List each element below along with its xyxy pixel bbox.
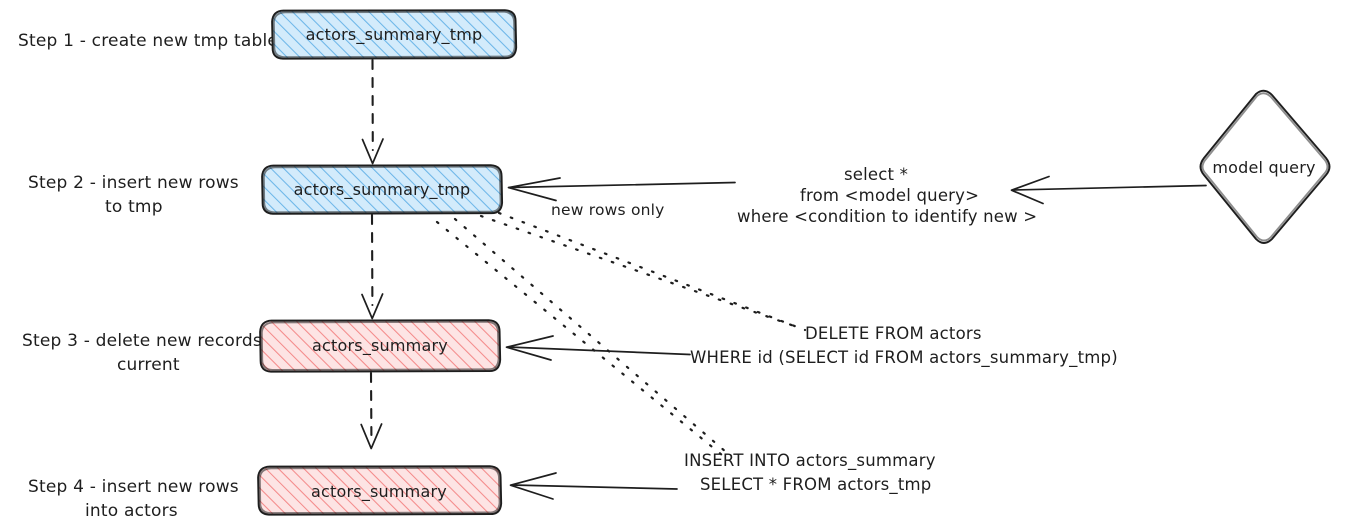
arrow-select-new-to-step2 [507, 177, 736, 202]
sql-select-line-1: select * [844, 165, 908, 184]
arrow-model-query-to-sql [1010, 175, 1207, 205]
node-actors-summary-tmp-2[interactable]: actors_summary_tmp [261, 164, 504, 215]
node-2-fill [262, 165, 502, 214]
node-2-outline [261, 164, 504, 215]
node-1-outline [271, 9, 518, 60]
node-3-fill [260, 320, 500, 372]
arrow-step2-to-step3 [361, 213, 384, 320]
node-4-outline-2 [258, 466, 501, 515]
step-1-group: Step 1 - create new tmp table actors_sum… [18, 9, 518, 165]
node-3-label: actors_summary [312, 336, 448, 356]
node-actors-summary-4[interactable]: actors_summary [257, 465, 503, 516]
sql-select-new: select * from <model query> where <condi… [737, 165, 1037, 226]
edge-label-new-rows-only: new rows only [551, 201, 665, 219]
node-3-outline [259, 319, 502, 373]
sql-select-line-3: where <condition to identify new > [737, 207, 1037, 226]
sql-select-line-2: from <model query> [800, 186, 979, 205]
node-3-outline-2 [260, 320, 500, 371]
step-1-label: Step 1 - create new tmp table [18, 31, 278, 51]
node-1-label: actors_summary_tmp [306, 25, 483, 45]
node-4-label: actors_summary [311, 482, 447, 502]
node-2-outline-2 [262, 165, 502, 214]
sql-insert-line-1: INSERT INTO actors_summary [684, 451, 936, 471]
step-2-group: Step 2 - insert new rows to tmp actors_s… [28, 89, 1331, 320]
node-4-outline [257, 465, 503, 516]
model-query-label: model query [1212, 158, 1315, 177]
dotted-connectors [435, 211, 807, 457]
arrow-insert-to-step4 [509, 472, 678, 500]
node-4-fill [258, 466, 501, 515]
sql-delete: DELETE FROM actors WHERE id (SELECT id F… [690, 324, 1118, 368]
step-3-group: Step 3 - delete new records in current a… [22, 319, 1118, 450]
arrow-delete-to-step3 [505, 335, 691, 361]
model-query-outline-2 [1201, 92, 1329, 242]
step-4-group: Step 4 - insert new rows into actors act… [28, 451, 936, 521]
node-1-fill [272, 10, 516, 59]
node-1-outline-2 [272, 10, 516, 59]
node-2-label: actors_summary_tmp [294, 180, 471, 200]
step-4-label-line-1: Step 4 - insert new rows [28, 477, 239, 497]
step-2-label-line-1: Step 2 - insert new rows [28, 173, 239, 193]
sql-insert-line-2: SELECT * FROM actors_tmp [700, 475, 931, 495]
sql-delete-line-1: DELETE FROM actors [805, 324, 982, 343]
step-2-label-line-2: to tmp [105, 197, 163, 217]
node-model-query[interactable]: model query [1199, 89, 1331, 244]
sql-delete-line-2: WHERE id (SELECT id FROM actors_summary_… [690, 348, 1118, 368]
arrow-step3-to-step4 [360, 371, 383, 450]
step-3-label-line-2: current [117, 355, 180, 375]
node-actors-summary-3[interactable]: actors_summary [259, 319, 502, 373]
sql-insert: INSERT INTO actors_summary SELECT * FROM… [684, 451, 936, 495]
step-3-label-line-1: Step 3 - delete new records in [22, 331, 283, 351]
node-actors-summary-tmp-1[interactable]: actors_summary_tmp [271, 9, 518, 60]
model-query-outline [1199, 89, 1331, 244]
arrow-step1-to-step2 [361, 58, 384, 165]
step-4-label-line-2: into actors [85, 501, 178, 521]
